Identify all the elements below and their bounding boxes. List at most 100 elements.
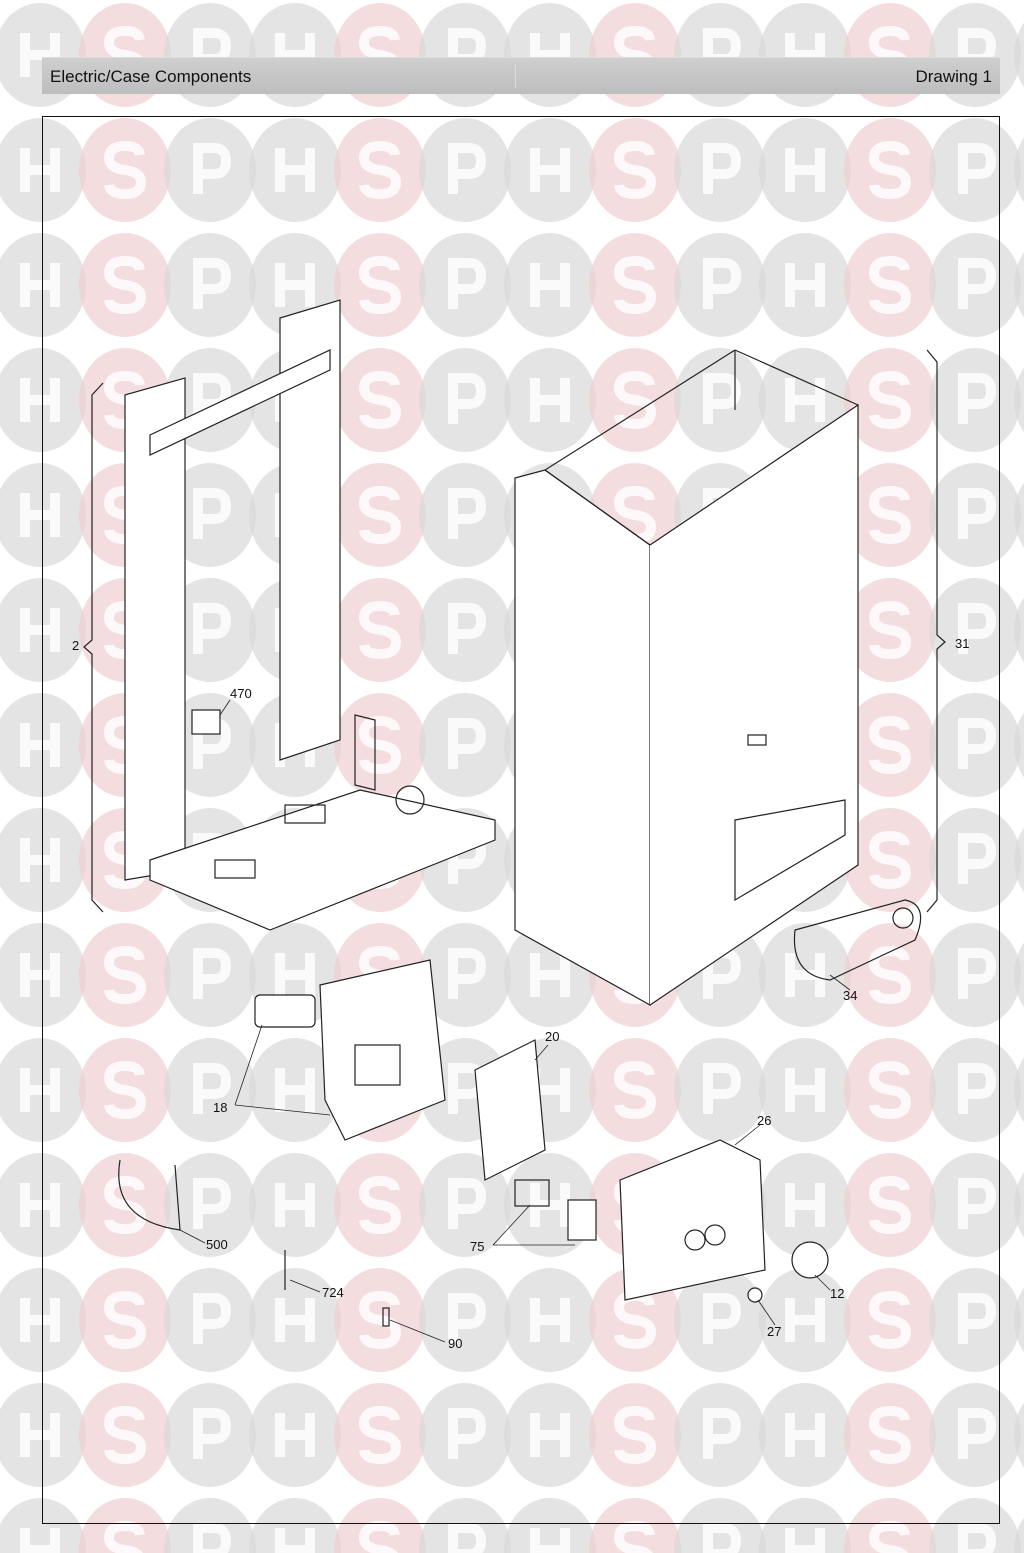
- panel-dial-right: [704, 1224, 726, 1246]
- callout-90: 90: [448, 1336, 463, 1351]
- watermark-mark: [1014, 1287, 1024, 1353]
- outer-case: [514, 349, 859, 1007]
- watermark-mark: [164, 1498, 256, 1553]
- chassis-frame: [124, 299, 496, 931]
- watermark-mark: [79, 1383, 171, 1487]
- watermark-mark: [1014, 22, 1024, 88]
- watermark-mark: [164, 1038, 256, 1142]
- watermark-mark: [504, 118, 596, 222]
- watermark-mark: [929, 463, 1021, 567]
- watermark-mark: [0, 1498, 86, 1553]
- watermark-mark: [589, 1498, 681, 1553]
- watermark-mark: [1014, 482, 1024, 548]
- watermark-mark: [1014, 942, 1024, 1008]
- watermark-mark: [589, 1038, 681, 1142]
- watermark-mark: [419, 1268, 511, 1372]
- connector-cover: [514, 1179, 550, 1207]
- watermark-mark: [249, 1153, 341, 1257]
- watermark-mark: [164, 233, 256, 337]
- watermark-mark: [1014, 367, 1024, 433]
- watermark-mark: [844, 1038, 936, 1142]
- watermark-mark: [164, 923, 256, 1027]
- watermark-mark: [929, 1038, 1021, 1142]
- watermark-mark: [929, 233, 1021, 337]
- watermark-mark: [674, 118, 766, 222]
- callout-20: 20: [545, 1029, 560, 1044]
- watermark-mark: [844, 578, 936, 682]
- watermark-mark: [844, 1383, 936, 1487]
- callout-34: 34: [843, 988, 858, 1003]
- housing-window: [354, 1044, 401, 1086]
- knob-12: [791, 1241, 829, 1279]
- watermark-mark: [504, 233, 596, 337]
- header-divider: [515, 64, 516, 88]
- watermark-mark: [249, 1268, 341, 1372]
- watermark-mark: [844, 1498, 936, 1553]
- watermark-mark: [334, 1153, 426, 1257]
- bracket-31: [926, 349, 946, 913]
- watermark-mark: [164, 1153, 256, 1257]
- harness: [118, 1159, 181, 1231]
- watermark-mark: [759, 1383, 851, 1487]
- knob-27: [747, 1287, 763, 1303]
- panel-dial-left: [684, 1229, 706, 1251]
- watermark-mark: [929, 118, 1021, 222]
- watermark-mark: [419, 1383, 511, 1487]
- watermark-mark: [844, 808, 936, 912]
- watermark-mark: [844, 1268, 936, 1372]
- watermark-mark: [334, 233, 426, 337]
- watermark-mark: [844, 923, 936, 1027]
- watermark-mark: [929, 923, 1021, 1027]
- callout-500: 500: [206, 1237, 228, 1252]
- callout-26: 26: [757, 1113, 772, 1128]
- watermark-mark: [334, 463, 426, 567]
- watermark-mark: [334, 1268, 426, 1372]
- callout-470: 470: [230, 686, 252, 701]
- watermark-mark: [419, 693, 511, 797]
- callout-75: 75: [470, 1239, 485, 1254]
- watermark-mark: [164, 118, 256, 222]
- watermark-mark: [844, 233, 936, 337]
- spacer-90: [382, 1307, 390, 1327]
- watermark-mark: [929, 578, 1021, 682]
- watermark-mark: [759, 1153, 851, 1257]
- watermark-mark: [164, 1383, 256, 1487]
- watermark-mark: [504, 348, 596, 452]
- watermark-mark: [334, 118, 426, 222]
- watermark-mark: [929, 808, 1021, 912]
- watermark-mark: [164, 578, 256, 682]
- watermark-mark: [589, 233, 681, 337]
- watermark-mark: [759, 1268, 851, 1372]
- watermark-mark: [164, 463, 256, 567]
- pcb: [474, 1039, 546, 1181]
- watermark-mark: [1014, 1517, 1024, 1553]
- watermark-mark: [589, 348, 681, 452]
- watermark-mark: [249, 1038, 341, 1142]
- watermark-mark: [334, 578, 426, 682]
- watermark-mark: [929, 1383, 1021, 1487]
- drawing-frame: [42, 116, 1000, 1524]
- section-title: Electric/Case Components: [50, 67, 252, 86]
- watermark-mark: [759, 923, 851, 1027]
- bracket-2: [83, 382, 104, 913]
- watermark-mark: [674, 1268, 766, 1372]
- watermark-mark: [1014, 1402, 1024, 1468]
- watermark-mark: [504, 1383, 596, 1487]
- watermark-mark: [419, 923, 511, 1027]
- watermark-mark: [759, 1498, 851, 1553]
- watermark-mark: [419, 233, 511, 337]
- watermark-mark: [79, 1268, 171, 1372]
- watermark-mark: [79, 923, 171, 1027]
- watermark-mark: [589, 1383, 681, 1487]
- watermark-mark: [929, 1153, 1021, 1257]
- housing-cover: [254, 994, 316, 1028]
- watermark-mark: [929, 693, 1021, 797]
- watermark-mark: [1014, 1172, 1024, 1238]
- watermark-mark: [1014, 252, 1024, 318]
- watermark-mark: [844, 348, 936, 452]
- watermark-mark: [1014, 712, 1024, 778]
- watermark-mark: [249, 118, 341, 222]
- watermark-mark: [674, 233, 766, 337]
- watermark-mark: [929, 1498, 1021, 1553]
